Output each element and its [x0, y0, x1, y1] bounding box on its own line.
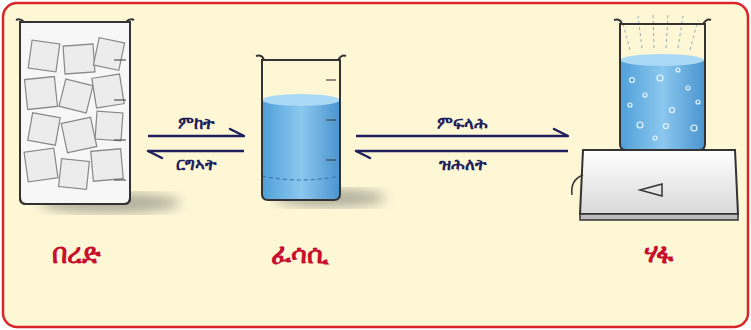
arrow-label: ምከት	[176, 114, 216, 133]
state-node: ሃፋ	[572, 15, 744, 270]
state-node: ፈሳሲ	[248, 50, 352, 270]
state-label: ሃፋ	[572, 238, 744, 270]
state-label: ፈሳሲ	[248, 238, 352, 270]
state-label: በረድ	[8, 238, 144, 270]
boiling-beaker	[572, 14, 738, 220]
frame	[3, 3, 748, 327]
ice-beaker	[16, 19, 134, 204]
state-node: በረድ	[8, 15, 144, 270]
arrow-label: ዝሕለት	[437, 155, 488, 174]
liquid-beaker	[256, 56, 346, 201]
arrow-label: ምፍላሕ	[435, 114, 490, 133]
arrow-label: ርግኣት	[174, 155, 218, 174]
